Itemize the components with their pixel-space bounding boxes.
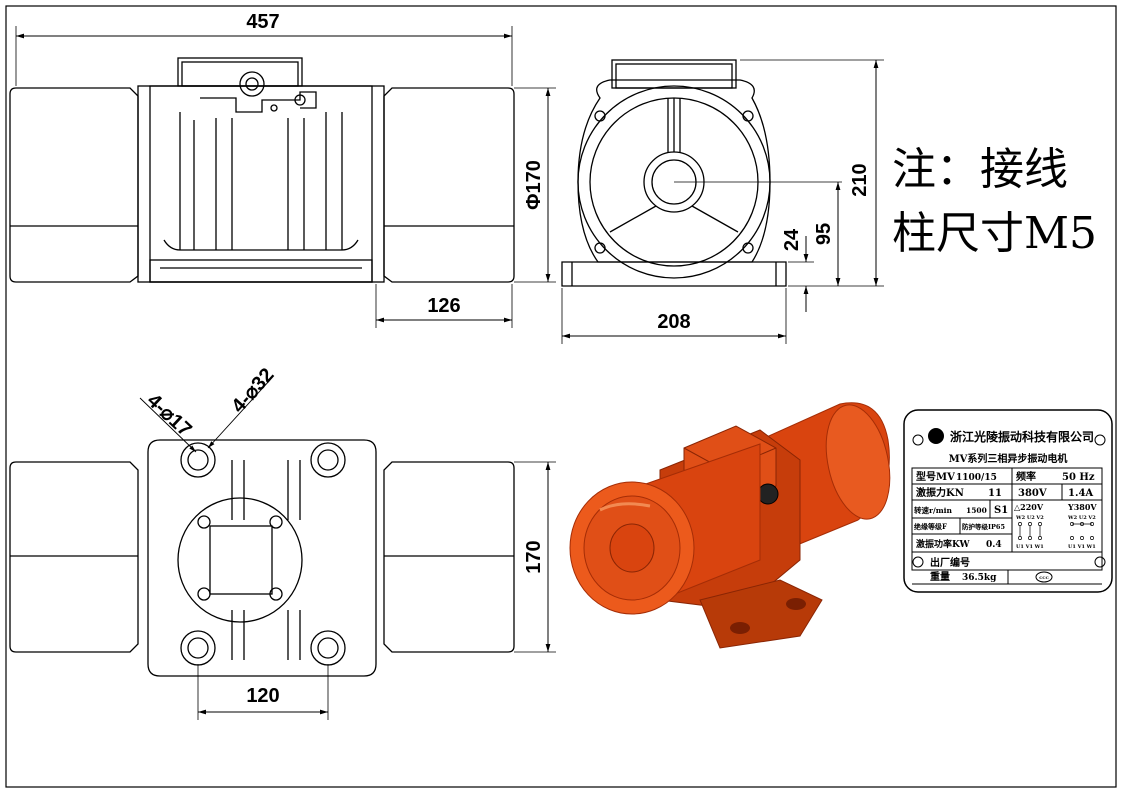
plate-protection: 防护等级IP65 xyxy=(962,522,1005,531)
note-line-1: 注：接线 xyxy=(892,144,1068,195)
dim-base-thickness-label: 24 xyxy=(781,228,803,251)
dim-body-diameter: Φ170 xyxy=(514,87,556,283)
plate-weight-value: 36.5kg xyxy=(962,573,997,583)
plate-power-value: 0.4 xyxy=(986,540,1002,550)
dim-center-height-label: 95 xyxy=(813,223,835,245)
plate-freq-label: 频率 xyxy=(1016,470,1036,483)
side-elevation-view xyxy=(9,57,515,283)
hole-callouts: 4-⌀17 4-⌀32 xyxy=(139,364,279,453)
dim-height-label: 210 xyxy=(849,163,871,196)
dim-base-width-label: 208 xyxy=(657,311,690,333)
plate-delta-label: △220V xyxy=(1014,502,1044,512)
plate-terminals-bottom-delta: U1 V1 W1 xyxy=(1016,544,1044,550)
dim-foot-spacing: 120 xyxy=(197,664,329,720)
plate-model-label: 型号MV xyxy=(916,470,955,483)
dim-overall-length: 457 xyxy=(15,11,513,86)
plate-power-label: 激振功率KW xyxy=(916,538,971,550)
company-logo-icon xyxy=(928,428,944,444)
dim-center-height: 95 xyxy=(813,182,841,286)
plate-current: 1.4A xyxy=(1068,488,1093,499)
plate-serial-label: 出厂编号 xyxy=(930,556,970,569)
dim-height: 210 xyxy=(740,59,884,287)
plate-freq-value: 50 Hz xyxy=(1062,472,1095,483)
hole-large-label: 4-⌀32 xyxy=(227,364,278,417)
motor-3d-render xyxy=(569,402,891,649)
dim-end-to-mount: 126 xyxy=(375,284,513,328)
plate-model-value: 1100/15 xyxy=(956,473,997,483)
terminal-diagram xyxy=(1018,522,1094,540)
dim-end-to-mount-label: 126 xyxy=(427,295,460,317)
plate-voltage: 380V xyxy=(1018,488,1047,499)
dim-foot-width: 170 xyxy=(514,461,556,653)
plate-star-label: Y380V xyxy=(1067,502,1097,512)
plate-company: 浙江光陵振动科技有限公司 xyxy=(950,429,1094,444)
plan-view xyxy=(9,439,515,677)
dim-body-diameter-label: Φ170 xyxy=(523,160,545,210)
plate-speed-value: 1500 xyxy=(966,506,987,515)
plate-terminals-top-delta: W2 U2 V2 xyxy=(1015,515,1044,521)
dim-foot-spacing-label: 120 xyxy=(246,685,279,707)
plate-force-value: 11 xyxy=(988,488,1002,499)
note-line-2: 柱尺寸M5 xyxy=(892,208,1097,259)
dim-base-width: 208 xyxy=(561,288,787,344)
plate-speed-label: 转速r/min xyxy=(914,505,952,515)
plate-insulation: 绝缘等级F xyxy=(914,522,947,531)
hole-small-label: 4-⌀17 xyxy=(143,390,196,442)
end-view xyxy=(561,59,842,287)
plate-cert-mark: CCC xyxy=(1039,575,1049,580)
plate-duty: S1 xyxy=(994,505,1008,516)
dim-foot-width-label: 170 xyxy=(523,540,545,573)
sheet-border xyxy=(5,5,1117,788)
plate-terminals-bottom-star: U1 V1 W1 xyxy=(1068,544,1096,550)
dim-base-thickness: 24 xyxy=(781,228,814,312)
dim-overall-length-label: 457 xyxy=(246,11,279,33)
nameplate: 浙江光陵振动科技有限公司 MV系列三相异步振动电机 型号MV 1100/15 频… xyxy=(903,409,1113,593)
plate-weight-label: 重量 xyxy=(930,570,950,583)
ccc-mark-icon xyxy=(1035,571,1053,583)
plate-title: MV系列三相异步振动电机 xyxy=(949,452,1068,465)
plate-force-label: 激振力KN xyxy=(916,486,964,499)
plate-terminals-top-star: W2 U2 V2 xyxy=(1067,515,1096,521)
